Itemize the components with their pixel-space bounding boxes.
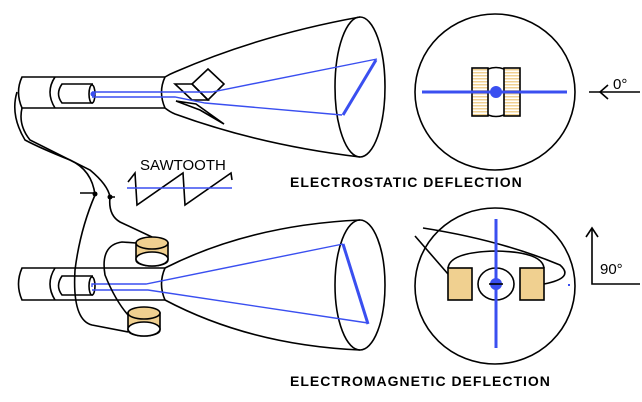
electrostatic-title: ELECTROSTATIC DEFLECTION (290, 174, 523, 190)
electron-beam (92, 289, 369, 324)
electrostatic-end-view: 0° (414, 13, 640, 171)
wire (108, 196, 153, 238)
electron-beam (92, 96, 343, 116)
deflection-coil (135, 236, 169, 267)
angle-90-label: 90° (600, 261, 623, 278)
screen (334, 219, 386, 351)
screen-trace (341, 59, 378, 116)
deflection-plate (190, 67, 226, 102)
screen-trace (341, 243, 370, 325)
wire (14, 91, 96, 196)
sawtooth-wave (127, 170, 233, 207)
electromagnetic-title: ELECTROMAGNETIC DEFLECTION (290, 373, 551, 389)
electromagnetic-crt (17, 219, 386, 351)
sawtooth-label: SAWTOOTH (140, 157, 226, 174)
screen (334, 16, 386, 158)
direction-arrow (591, 228, 640, 285)
wire (20, 107, 115, 198)
deflection-plate (175, 100, 225, 125)
electrostatic-crt (17, 16, 386, 158)
wire (73, 194, 129, 333)
deflection-plate (172, 83, 210, 101)
electron-beam (92, 58, 378, 93)
deflection-coil (127, 306, 161, 337)
electron-beam (91, 243, 344, 287)
angle-0-label: 0° (613, 76, 627, 93)
electromagnetic-end-view: 90° (414, 207, 640, 365)
wire (103, 241, 137, 316)
